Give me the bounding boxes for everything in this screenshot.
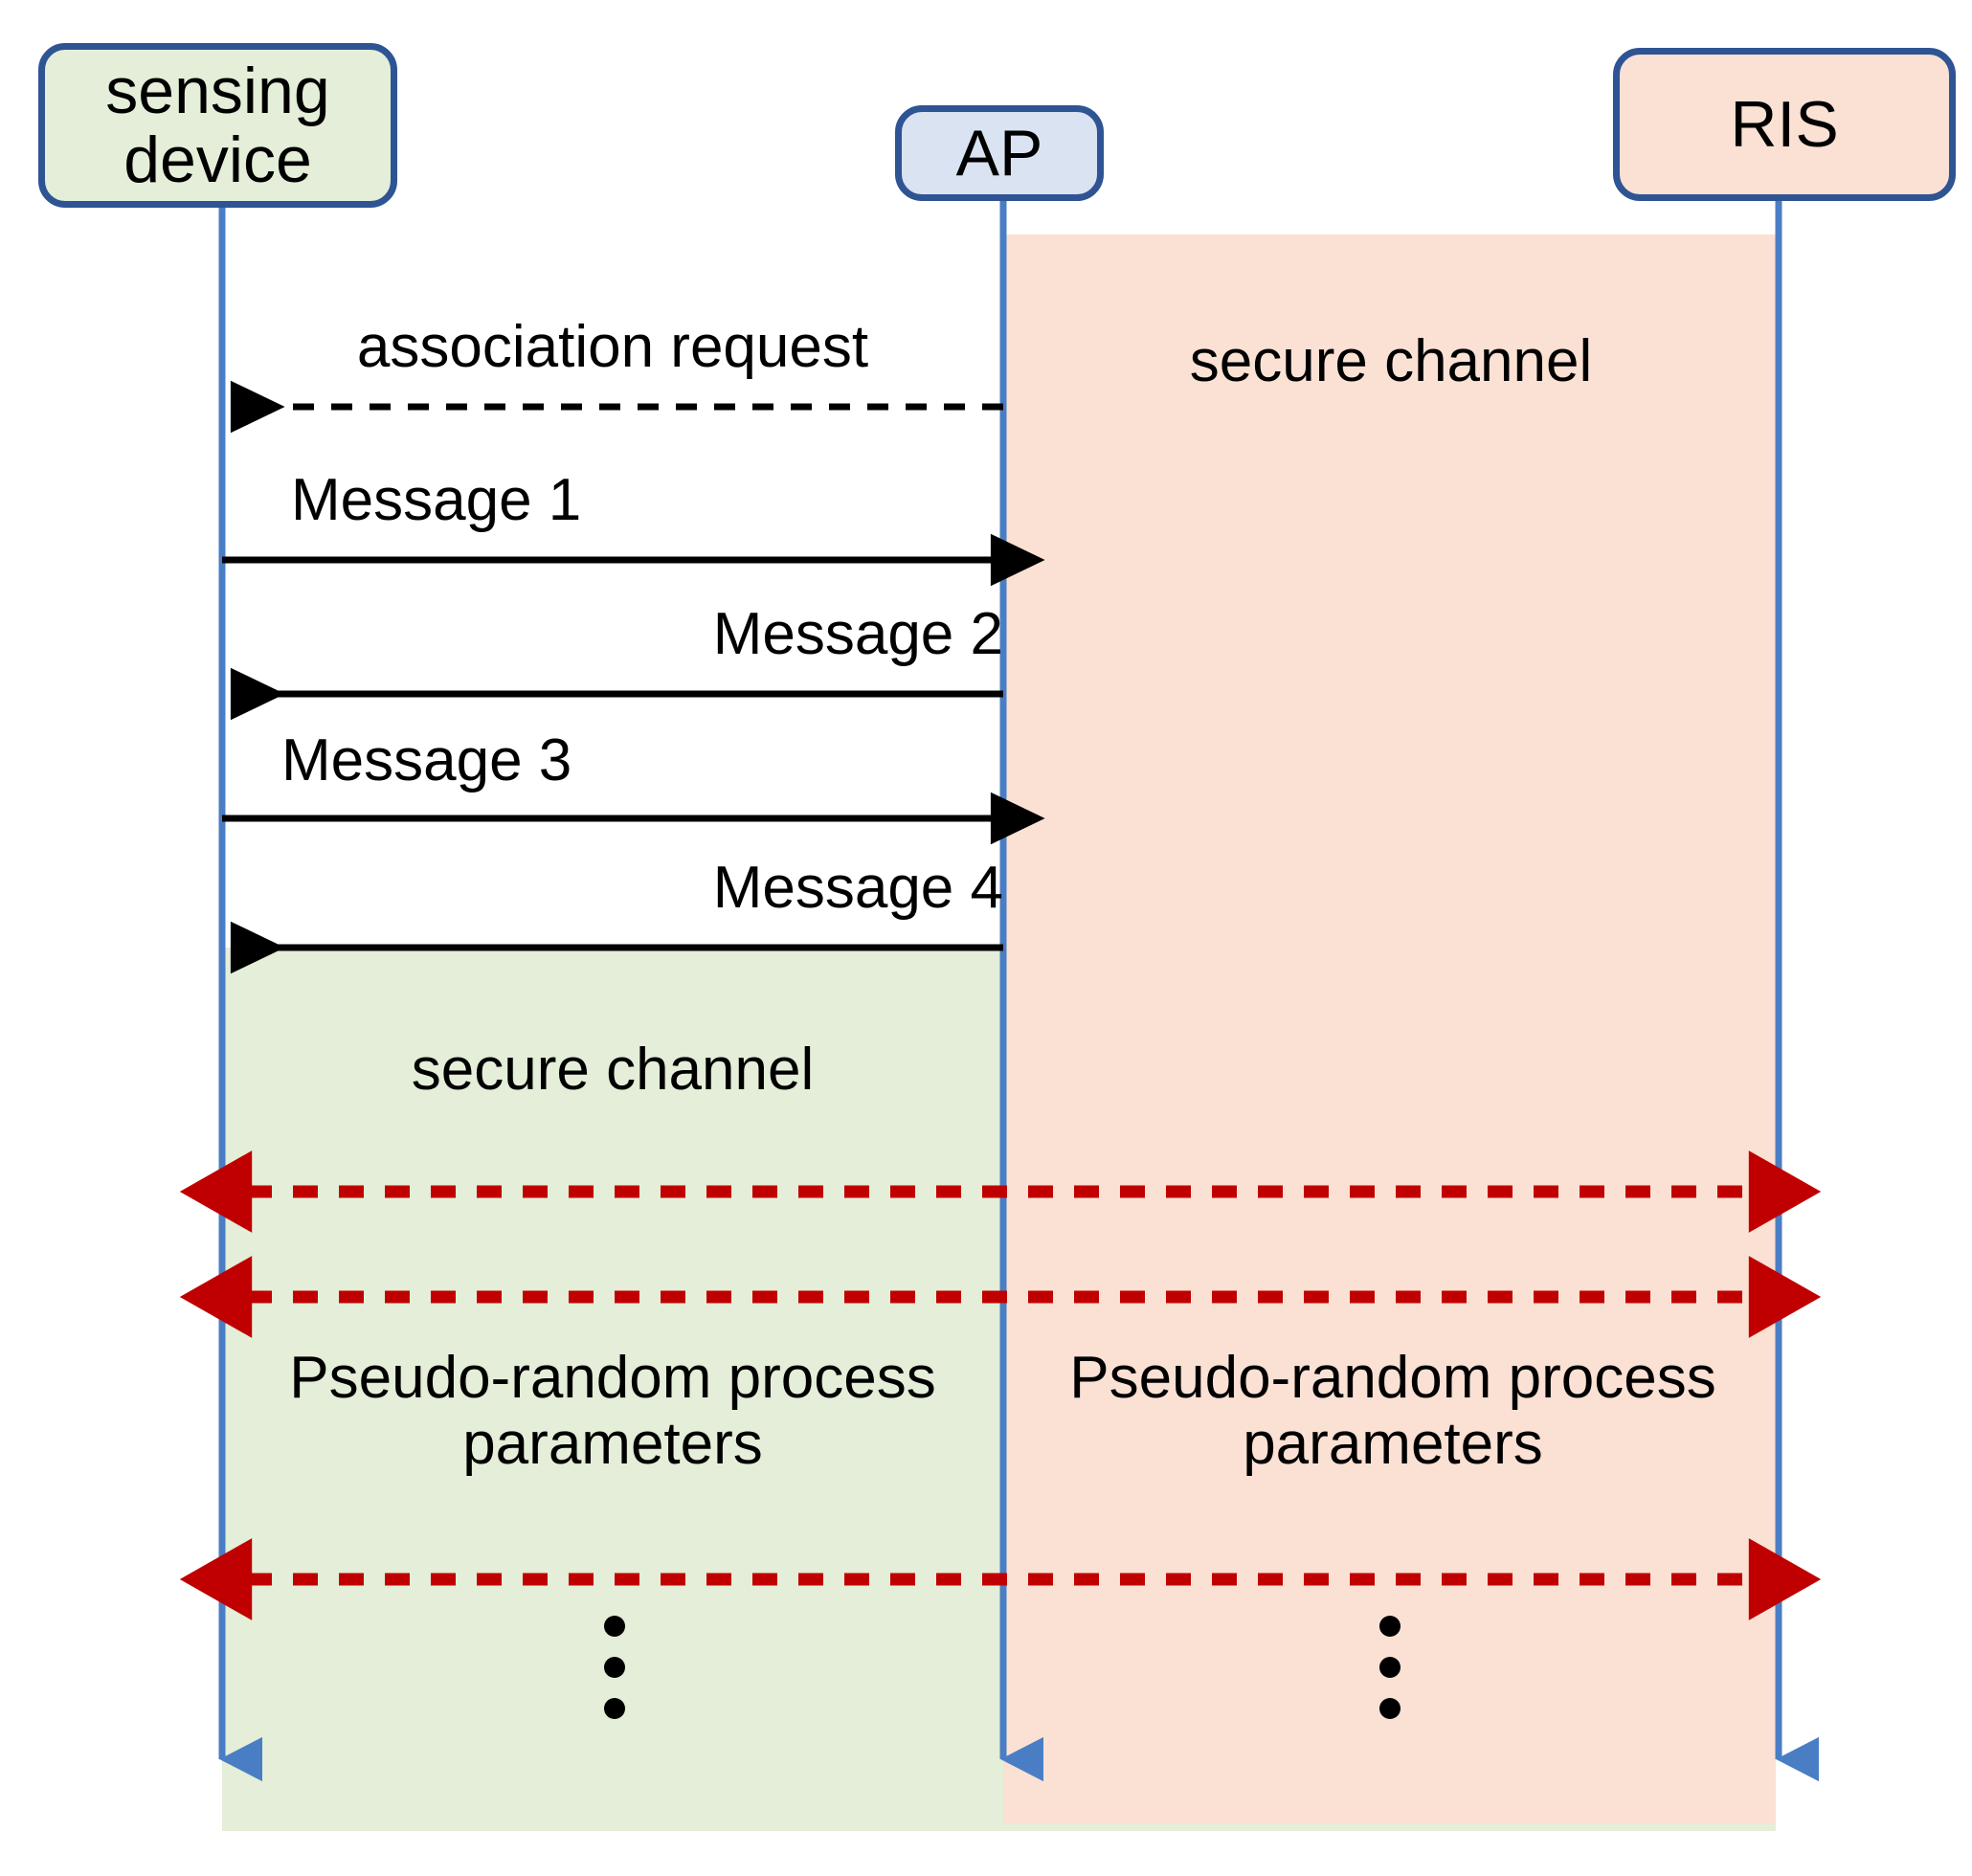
white-mask-upper-left: [222, 234, 1003, 948]
dot-glyph: [604, 1698, 625, 1719]
annotation-pseudo-random-parameters-left: Pseudo-random process parameters: [222, 1345, 1003, 1478]
dot-glyph: [604, 1657, 625, 1678]
actor-box-ris[interactable]: RIS: [1613, 48, 1956, 201]
message-label-message-1: Message 1: [291, 467, 582, 533]
region-label-secure-channel-ris: secure channel: [1189, 328, 1593, 394]
message-label-message-2: Message 2: [712, 601, 1003, 667]
annotation-left-line1: Pseudo-random process: [289, 1345, 936, 1411]
message-label-association-request: association request: [356, 314, 869, 380]
actor-label-ap: AP: [955, 116, 1043, 190]
actor-label-sensing-device-line1: sensing: [105, 54, 330, 127]
actor-box-sensing-device[interactable]: sensing device: [38, 43, 397, 208]
actor-box-ap[interactable]: AP: [895, 105, 1104, 201]
dot-glyph: [604, 1616, 625, 1637]
annotation-right-line2: parameters: [1243, 1411, 1543, 1478]
region-secure-channel-ris-background: [1003, 234, 1776, 1823]
annotation-pseudo-random-parameters-right: Pseudo-random process parameters: [1010, 1345, 1776, 1478]
actor-label-sensing-device-line2: device: [123, 123, 312, 196]
actor-label-ris: RIS: [1730, 87, 1839, 161]
dot-glyph: [1379, 1698, 1401, 1719]
continuation-dots-left: [603, 1616, 626, 1719]
continuation-dots-right: [1378, 1616, 1401, 1719]
dot-glyph: [1379, 1616, 1401, 1637]
message-label-message-4: Message 4: [712, 855, 1003, 921]
annotation-right-line1: Pseudo-random process: [1069, 1345, 1716, 1411]
message-label-message-3: Message 3: [281, 727, 572, 793]
region-label-secure-channel-ap: secure channel: [411, 1037, 815, 1103]
annotation-left-line2: parameters: [462, 1411, 763, 1478]
dot-glyph: [1379, 1657, 1401, 1678]
